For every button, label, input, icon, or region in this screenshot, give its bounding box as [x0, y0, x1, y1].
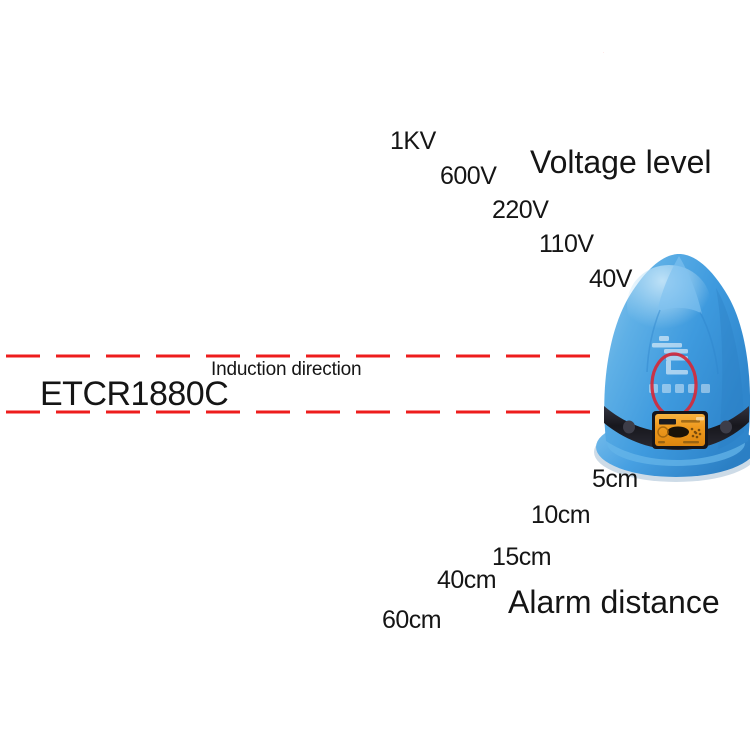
helmet-ridge-line-right [699, 311, 719, 375]
helmet-strap [604, 406, 749, 450]
voltage-label-220v: 220V [492, 196, 549, 224]
device-brand-mark [659, 419, 676, 425]
etcr-sensor-module[interactable] [652, 411, 708, 449]
safety-helmet [594, 254, 750, 482]
device-button[interactable] [657, 426, 669, 438]
helmet-side-shade [716, 288, 744, 449]
distance-label-40cm: 40cm [437, 566, 497, 594]
strap-rivet-left [623, 420, 635, 434]
heading-alarm-distance: Alarm distance [508, 584, 720, 620]
helmet-ridge-line-left [646, 309, 661, 373]
voltage-label-1kv: 1KV [390, 127, 436, 155]
heading-voltage-level: Voltage level [530, 144, 712, 180]
device-speaker-grille [690, 427, 702, 439]
induction-direction-label: Induction direction [211, 359, 362, 380]
distance-label-10cm: 10cm [531, 501, 591, 529]
model-name: ETCR1880C [40, 375, 229, 413]
device-sensor-window [667, 426, 689, 438]
distance-label-60cm: 60cm [382, 606, 442, 634]
distance-label-15cm: 15cm [492, 543, 552, 571]
voltage-label-600v: 600V [440, 162, 497, 190]
helmet-crown-ridge [657, 256, 702, 314]
voltage-label-110v: 110V [539, 230, 594, 258]
helmet-logo-bars [652, 336, 688, 375]
distance-label-5cm: 5cm [592, 465, 638, 493]
voltage-label-40v: 40V [589, 265, 632, 293]
strap-rivet-right [720, 420, 732, 434]
